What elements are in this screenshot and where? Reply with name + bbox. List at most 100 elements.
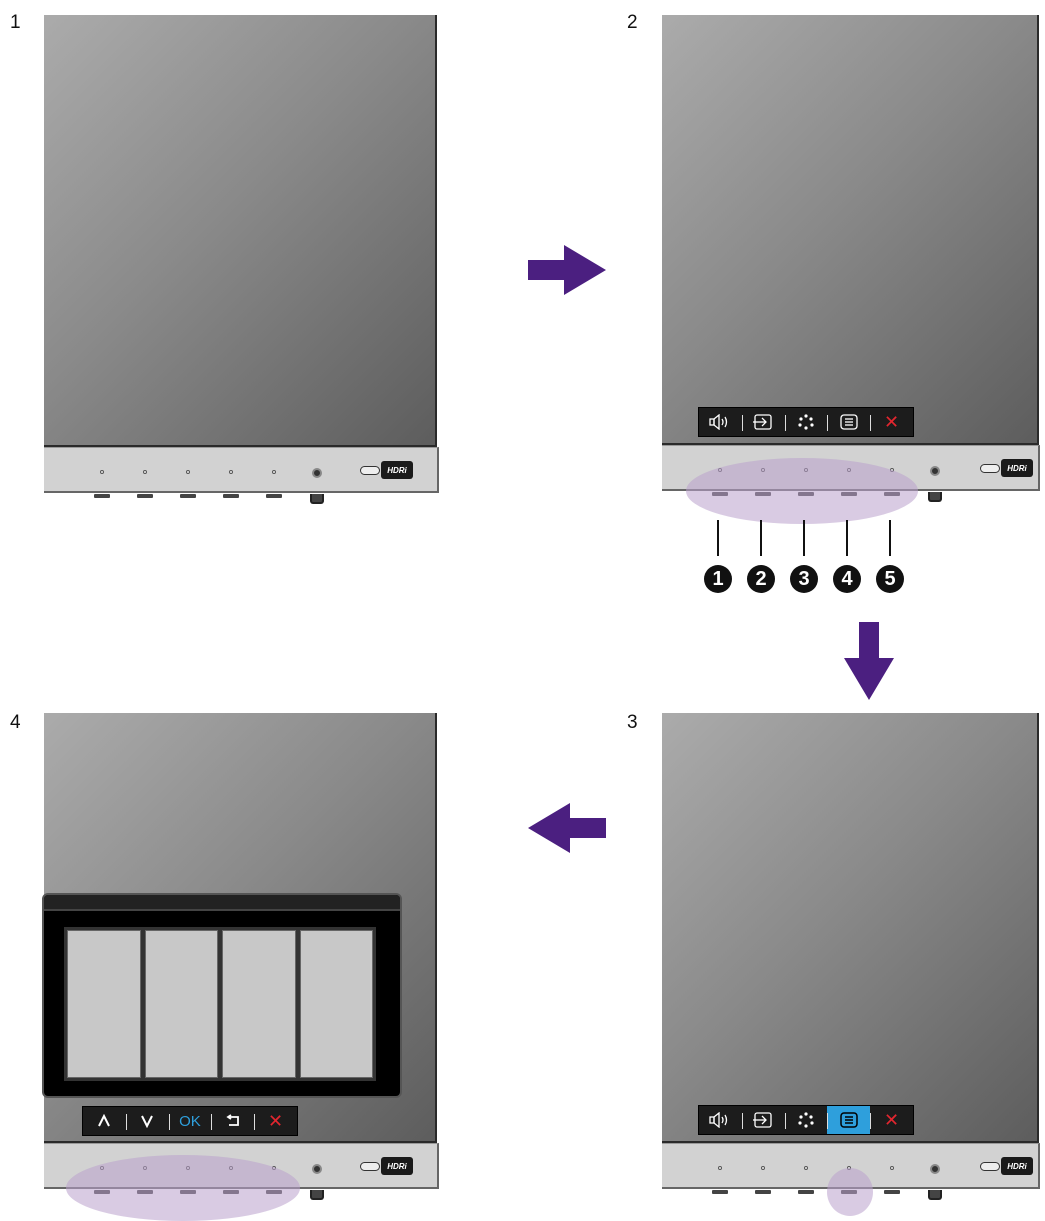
control-key-5[interactable]	[266, 494, 282, 498]
close-icon: ✕	[884, 411, 900, 432]
callout-number-2: 2	[747, 565, 775, 593]
control-key-1[interactable]	[712, 1190, 728, 1194]
close-key[interactable]: ✕	[254, 1107, 297, 1135]
menu-icon	[840, 1112, 858, 1128]
power-key[interactable]	[310, 494, 324, 504]
input-key[interactable]	[741, 408, 785, 436]
control-key-2[interactable]	[137, 494, 153, 498]
close-icon: ✕	[884, 1109, 900, 1130]
key-4-highlight	[827, 1168, 873, 1216]
color-mode-key[interactable]	[784, 1106, 828, 1134]
key-indicator-dot	[718, 1166, 722, 1170]
hdr-badge: HDRi	[1001, 459, 1033, 477]
hdr-badge: HDRi	[381, 1157, 413, 1175]
color-mode-key[interactable]	[784, 408, 828, 436]
callout-number-3: 3	[790, 565, 818, 593]
control-key-1[interactable]	[94, 494, 110, 498]
input-icon	[753, 1112, 772, 1128]
key-indicator-dot	[272, 470, 276, 474]
menu-key-selected[interactable]	[827, 1106, 871, 1134]
led-indicator	[980, 464, 1000, 473]
control-key-3[interactable]	[180, 494, 196, 498]
callout-line	[889, 520, 891, 556]
input-key[interactable]	[741, 1106, 785, 1134]
osd-tile[interactable]	[144, 930, 218, 1078]
keys-highlight	[66, 1155, 300, 1221]
step-label-4: 4	[10, 712, 21, 733]
callout-line	[846, 520, 848, 556]
menu-icon	[840, 414, 858, 430]
key-indicator-dot	[804, 1166, 808, 1170]
input-icon	[753, 414, 772, 430]
hdr-badge: HDRi	[1001, 1157, 1033, 1175]
power-key[interactable]	[928, 492, 942, 502]
hotkey-menu: ✕	[698, 1105, 914, 1135]
close-key[interactable]: ✕	[870, 1106, 913, 1134]
ok-label: OK	[179, 1112, 201, 1130]
key-indicator-dot	[186, 470, 190, 474]
osd-tile[interactable]	[299, 930, 373, 1078]
monitor-screen	[662, 713, 1039, 1143]
down-icon	[141, 1115, 154, 1128]
callout-line	[803, 520, 805, 556]
key-indicator-dot	[143, 470, 147, 474]
control-key-5[interactable]	[884, 1190, 900, 1194]
close-key[interactable]: ✕	[870, 408, 913, 436]
step-label-1: 1	[10, 12, 21, 33]
volume-icon	[709, 1112, 728, 1128]
key-indicator-dot	[100, 470, 104, 474]
power-icon	[312, 1164, 322, 1174]
callout-line	[760, 520, 762, 556]
power-icon	[930, 1164, 940, 1174]
key-indicator-dot	[890, 1166, 894, 1170]
callout-line	[717, 520, 719, 556]
power-icon	[312, 468, 322, 478]
volume-key[interactable]	[699, 408, 742, 436]
back-key[interactable]	[211, 1107, 254, 1135]
led-indicator	[360, 466, 380, 475]
down-key[interactable]	[125, 1107, 169, 1135]
monitor-panel-step-3: ✕ HDRi	[662, 713, 1040, 1216]
monitor-screen	[662, 15, 1039, 445]
callout-number-1: 1	[704, 565, 732, 593]
monitor-panel-step-4: OK ✕ HDRi	[42, 713, 439, 1221]
menu-key[interactable]	[827, 408, 870, 436]
control-key-4[interactable]	[223, 494, 239, 498]
hotkey-menu: ✕	[698, 407, 914, 437]
osd-menu	[42, 893, 402, 1098]
up-key[interactable]	[83, 1107, 126, 1135]
volume-key[interactable]	[699, 1106, 742, 1134]
ok-key[interactable]: OK	[168, 1107, 212, 1135]
power-key[interactable]	[310, 1190, 324, 1200]
arrow-right-icon	[528, 245, 606, 295]
step-label-3: 3	[627, 712, 638, 733]
osd-tile[interactable]	[67, 930, 141, 1078]
monitor-screen	[44, 15, 437, 447]
led-indicator	[980, 1162, 1000, 1171]
callout-number-4: 4	[833, 565, 861, 593]
control-key-2[interactable]	[755, 1190, 771, 1194]
osd-header	[44, 895, 400, 911]
callout-number-5: 5	[876, 565, 904, 593]
volume-icon	[709, 414, 728, 430]
power-icon	[930, 466, 940, 476]
osd-tile[interactable]	[222, 930, 296, 1078]
back-icon	[226, 1114, 239, 1126]
close-icon: ✕	[268, 1110, 284, 1131]
key-indicator-dot	[229, 470, 233, 474]
arrow-left-icon	[528, 803, 606, 853]
control-key-3[interactable]	[798, 1190, 814, 1194]
color-mode-icon	[798, 1112, 814, 1128]
monitor-panel-step-1: HDRi	[44, 15, 439, 505]
step-label-2: 2	[627, 12, 638, 33]
key-indicator-dot	[761, 1166, 765, 1170]
hdr-badge: HDRi	[381, 461, 413, 479]
monitor-panel-step-2: ✕ HDRi 1 2 3 4 5	[662, 15, 1040, 615]
up-icon	[98, 1114, 111, 1127]
monitor-bezel: HDRi	[44, 447, 439, 504]
color-mode-icon	[798, 414, 814, 430]
arrow-down-icon	[844, 622, 894, 700]
navigation-hotkey-menu: OK ✕	[82, 1106, 298, 1136]
power-key[interactable]	[928, 1190, 942, 1200]
led-indicator	[360, 1162, 380, 1171]
